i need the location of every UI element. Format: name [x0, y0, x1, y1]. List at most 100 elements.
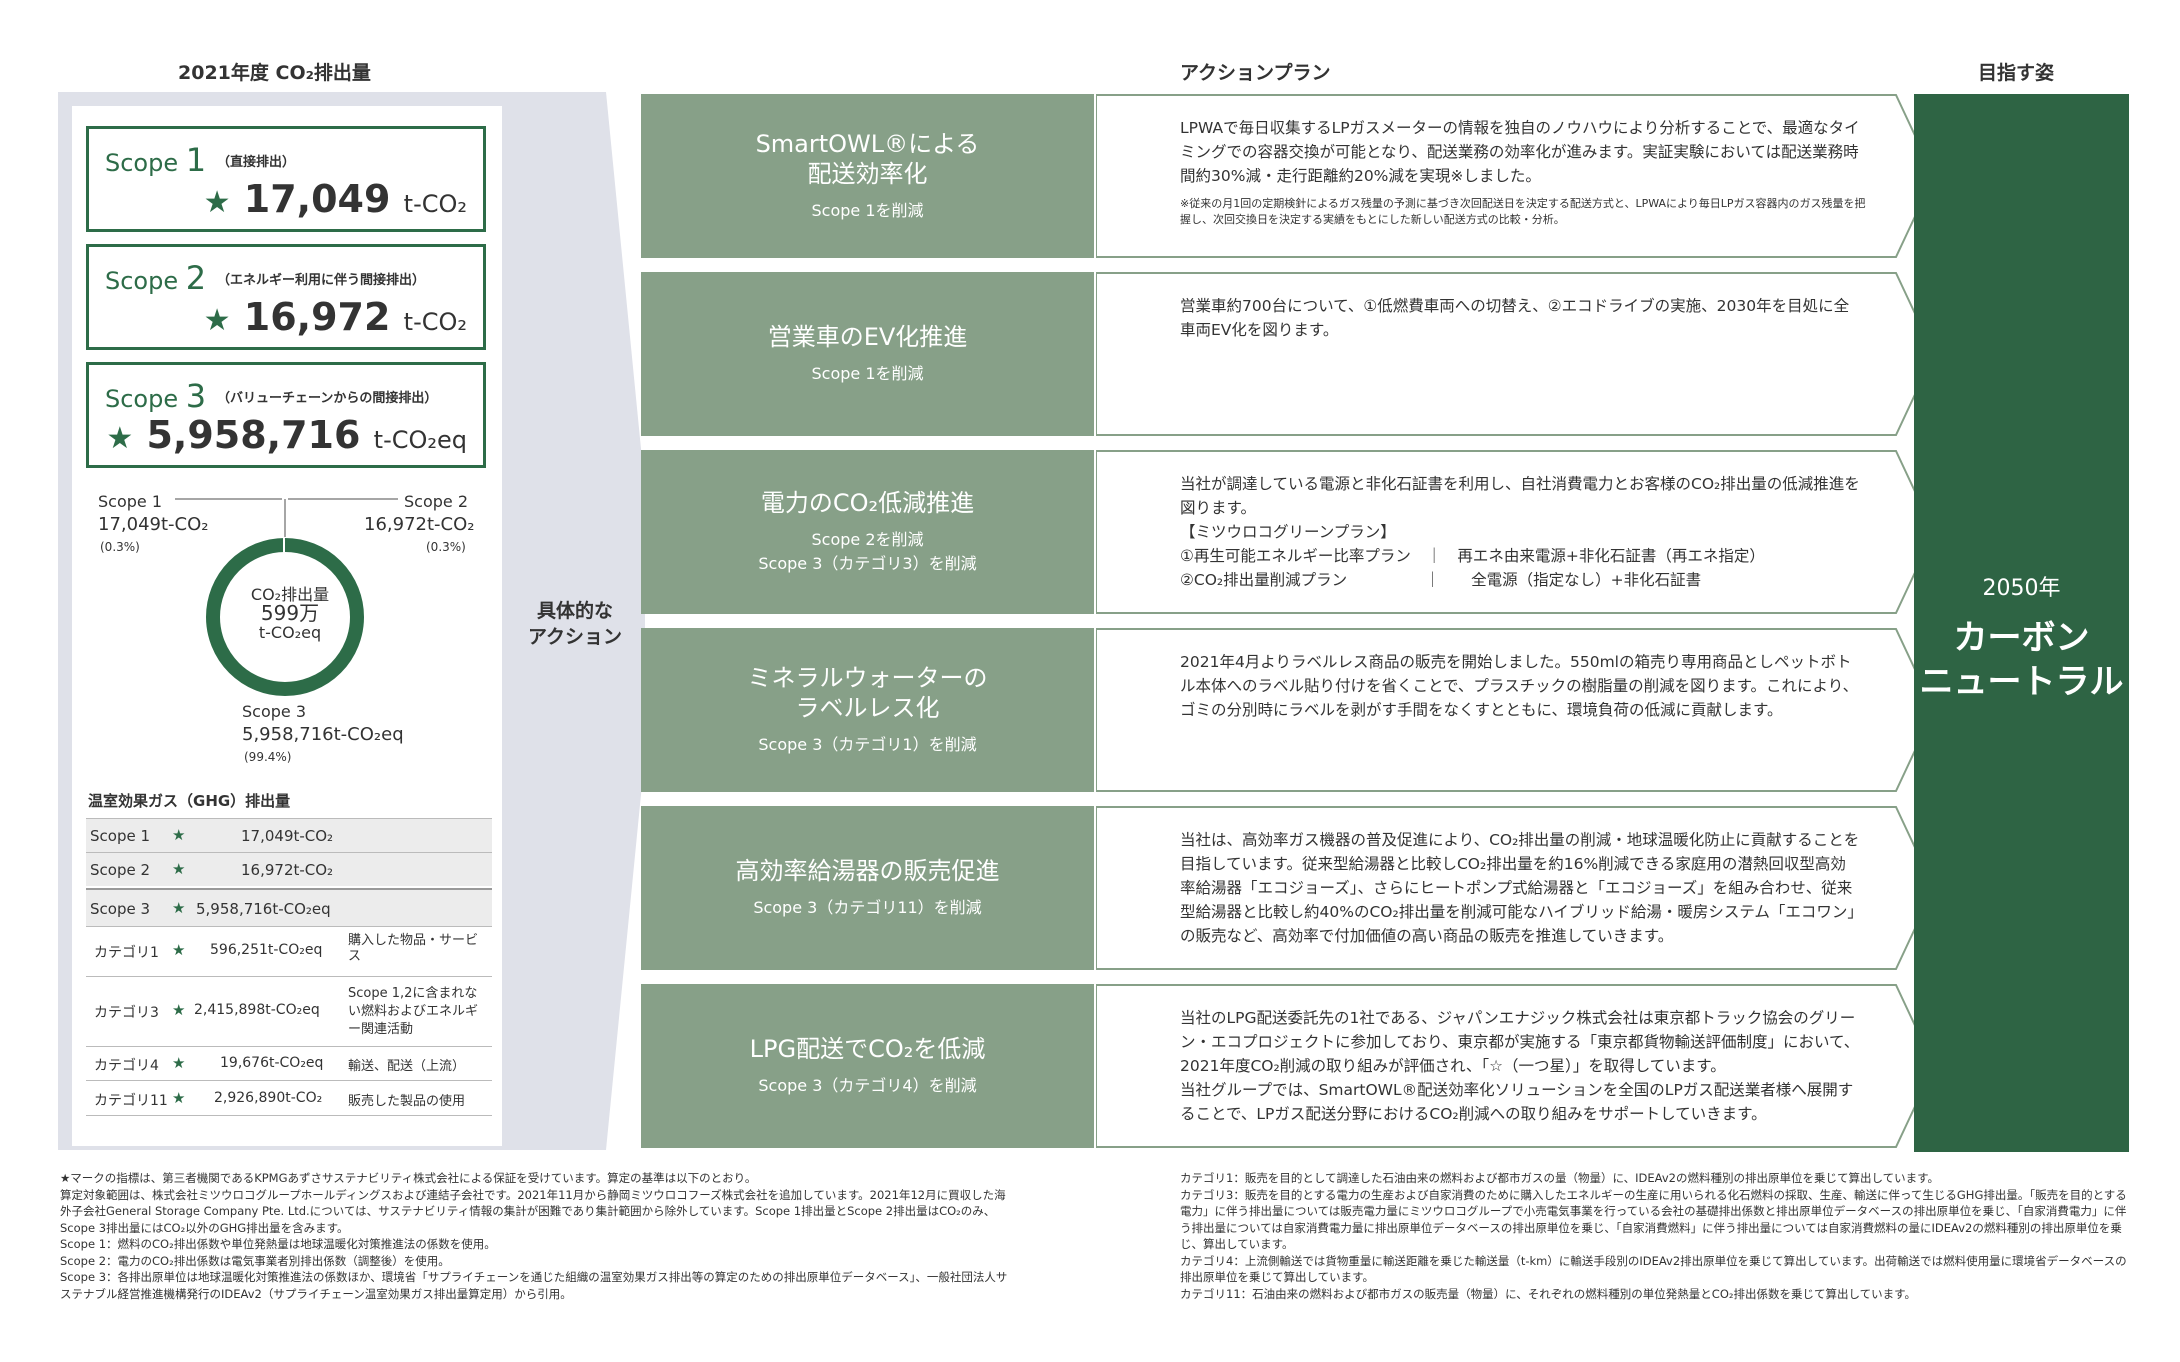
donut-s2-pct: (0.3%) [426, 540, 466, 554]
goal-year: 2050年 [1982, 576, 2061, 601]
star-icon: ★ [203, 303, 231, 338]
row-name: カテゴリ1 [94, 945, 159, 961]
donut-chart [175, 498, 398, 696]
scope3-box: Scope 3 （バリューチェーンからの間接排出） ★ 5,958,716 t-… [86, 362, 486, 468]
action-note: ※従来の月1回の定期検針によるガス残量の予測に基づき次回配送日を決定する配送方式… [1180, 197, 1866, 226]
action-title-box: ミネラルウォーターの ラベルレス化 Scope 3（カテゴリ1）を削減 [641, 628, 1094, 792]
action-title: 営業車のEV化推進 [767, 323, 968, 351]
row-value: 5,958,716t-CO₂eq [196, 900, 331, 918]
donut-s2-label: Scope 2 [404, 492, 469, 511]
action-description: LPWAで毎日収集するLPガスメーターの情報を独自のノウハウにより分析することで… [1180, 119, 1860, 185]
goal-line1: カーボン [1953, 618, 2090, 658]
scope3-num: 3 [185, 377, 207, 415]
action-title-box: 高効率給湯器の販売促進 Scope 3（カテゴリ11）を削減 [641, 806, 1094, 970]
ghg-title: 温室効果ガス（GHG）排出量 [88, 792, 291, 810]
donut-s1-value: 17,049t-CO₂ [98, 514, 209, 535]
action-description-box: 営業車約700台について、①低燃費車両への切替え、②エコドライブの実施、2030… [1096, 272, 1936, 436]
scope3-value: 5,958,716 [146, 413, 361, 457]
row-note: Scope 1,2に含まれない燃料およびエネルギー関連活動 [348, 986, 479, 1037]
action-description-box: 2021年4月よりラベルレス商品の販売を開始しました。550mlの箱売り専用商品… [1096, 628, 1936, 792]
action-description: 当社は、高効率ガス機器の普及促進により、CO₂排出量の削減・地球温暖化防止に貢献… [1180, 831, 1860, 945]
scope1-label: Scope [105, 149, 179, 177]
middle-header: アクションプラン [1180, 62, 1331, 84]
star-icon: ★ [172, 826, 186, 844]
action-scope: Scope 3（カテゴリ1）を削減 [758, 735, 977, 754]
donut-s2-value: 16,972t-CO₂ [364, 514, 475, 535]
action-description: 当社が調達している電源と非化石証書を利用し、自社消費電力とお客様のCO₂排出量の… [1180, 475, 1860, 589]
funnel-shape [516, 92, 645, 1150]
action-description-box: 当社が調達している電源と非化石証書を利用し、自社消費電力とお客様のCO₂排出量の… [1096, 450, 1936, 614]
scope3-sub: （バリューチェーンからの間接排出） [217, 391, 438, 406]
action-title: 電力のCO₂低減推進 [760, 489, 975, 517]
scope2-box: Scope 2 （エネルギー利用に伴う間接排出） ★ 16,972 t-CO₂ [86, 244, 486, 350]
action-scope: Scope 3（カテゴリ11）を削減 [753, 898, 982, 917]
scope1-num: 1 [185, 141, 207, 179]
scope3-label: Scope [105, 385, 179, 413]
row-value: 2,415,898t-CO₂eq [194, 1002, 320, 1018]
table-row: Scope 3 ★ 5,958,716t-CO₂eq [86, 888, 492, 926]
action-description-box: 当社のLPG配送委託先の1社である、ジャパンエナジック株式会社は東京都トラック協… [1096, 984, 1936, 1148]
star-icon: ★ [172, 860, 186, 878]
action-title-box: SmartOWL®による 配送効率化 Scope 1を削減 [641, 94, 1094, 258]
star-icon: ★ [172, 941, 186, 959]
row-name: Scope 1 [90, 827, 151, 845]
funnel-label-1: 具体的な [536, 600, 613, 622]
row-name: カテゴリ11 [94, 1093, 168, 1109]
scope3-unit: t-CO₂eq [373, 426, 467, 454]
scope1-unit: t-CO₂ [403, 190, 467, 218]
star-icon: ★ [172, 899, 186, 917]
star-icon: ★ [172, 1054, 186, 1072]
goal-line2: ニュートラル [1919, 662, 2124, 702]
scope1-value: 17,049 [243, 177, 391, 221]
row-note: 販売した製品の使用 [348, 1094, 466, 1109]
donut-center-l1: CO₂排出量 [250, 585, 330, 604]
scope2-value: 16,972 [243, 295, 391, 339]
funnel-label-2: アクション [527, 626, 623, 648]
row-value: 16,972t-CO₂ [241, 861, 334, 879]
table-row: Scope 1 ★ 17,049t-CO₂ [86, 818, 492, 852]
action-description-box: LPWAで毎日収集するLPガスメーターの情報を独自のノウハウにより分析することで… [1096, 94, 1936, 258]
row-value: 2,926,890t-CO₂ [214, 1090, 323, 1106]
action-title: ミネラルウォーターの ラベルレス化 [747, 664, 988, 722]
ghg-table: Scope 1 ★ 17,049t-CO₂ Scope 2 ★ 16,972t-… [86, 818, 492, 1148]
donut-center-l2: 599万 [260, 601, 320, 625]
donut-s3-pct: (99.4%) [244, 750, 292, 764]
action-description: 当社のLPG配送委託先の1社である、ジャパンエナジック株式会社は東京都トラック協… [1180, 1009, 1860, 1123]
star-icon: ★ [172, 1001, 186, 1019]
row-value: 17,049t-CO₂ [241, 827, 334, 845]
scope2-label: Scope [105, 267, 179, 295]
table-row: カテゴリ4 ★ 19,676t-CO₂eq 輸送、配送（上流） [86, 1046, 492, 1080]
row-value: 596,251t-CO₂eq [210, 942, 323, 958]
scope1-box: Scope 1 （直接排出） ★ 17,049 t-CO₂ [86, 126, 486, 232]
donut-s3-label: Scope 3 [242, 702, 307, 721]
donut-center-l3: t-CO₂eq [258, 623, 322, 642]
donut-center: CO₂排出量 599万 t-CO₂eq [245, 585, 335, 642]
row-value: 19,676t-CO₂eq [220, 1055, 324, 1071]
scope1-sub: （直接排出） [217, 155, 296, 170]
goal-panel: 2050年 カーボン ニュートラル [1914, 94, 2129, 1152]
star-icon: ★ [106, 421, 134, 456]
row-name: Scope 2 [90, 861, 151, 879]
action-title: SmartOWL®による 配送効率化 [755, 130, 980, 188]
action-title: LPG配送でCO₂を低減 [749, 1035, 986, 1063]
action-title: 高効率給湯器の販売促進 [735, 857, 1000, 885]
table-row: カテゴリ1 ★ 596,251t-CO₂eq 購入した物品・サービス [86, 926, 492, 976]
right-header: 目指す姿 [1978, 62, 2055, 84]
star-icon: ★ [203, 185, 231, 220]
table-row: カテゴリ3 ★ 2,415,898t-CO₂eq Scope 1,2に含まれない… [86, 976, 492, 1046]
action-scope: Scope 1を削減 [811, 201, 924, 220]
action-scope: Scope 1を削減 [811, 364, 924, 383]
footnote-left: ★マークの指標は、第三者機関であるKPMGあずさサステナビリティ株式会社による保… [60, 1171, 1008, 1301]
donut-s1-pct: (0.3%) [100, 540, 140, 554]
row-note: 輸送、配送（上流） [348, 1059, 466, 1074]
scope2-num: 2 [185, 259, 207, 297]
action-description-box: 当社は、高効率ガス機器の普及促進により、CO₂排出量の削減・地球温暖化防止に貢献… [1096, 806, 1936, 970]
donut-s1-label: Scope 1 [98, 492, 163, 511]
donut-s3-value: 5,958,716t-CO₂eq [242, 724, 404, 745]
row-name: Scope 3 [90, 900, 151, 918]
funnel-label: 具体的な アクション [520, 598, 630, 650]
action-title-box: 営業車のEV化推進 Scope 1を削減 [641, 272, 1094, 436]
star-icon: ★ [172, 1089, 186, 1107]
